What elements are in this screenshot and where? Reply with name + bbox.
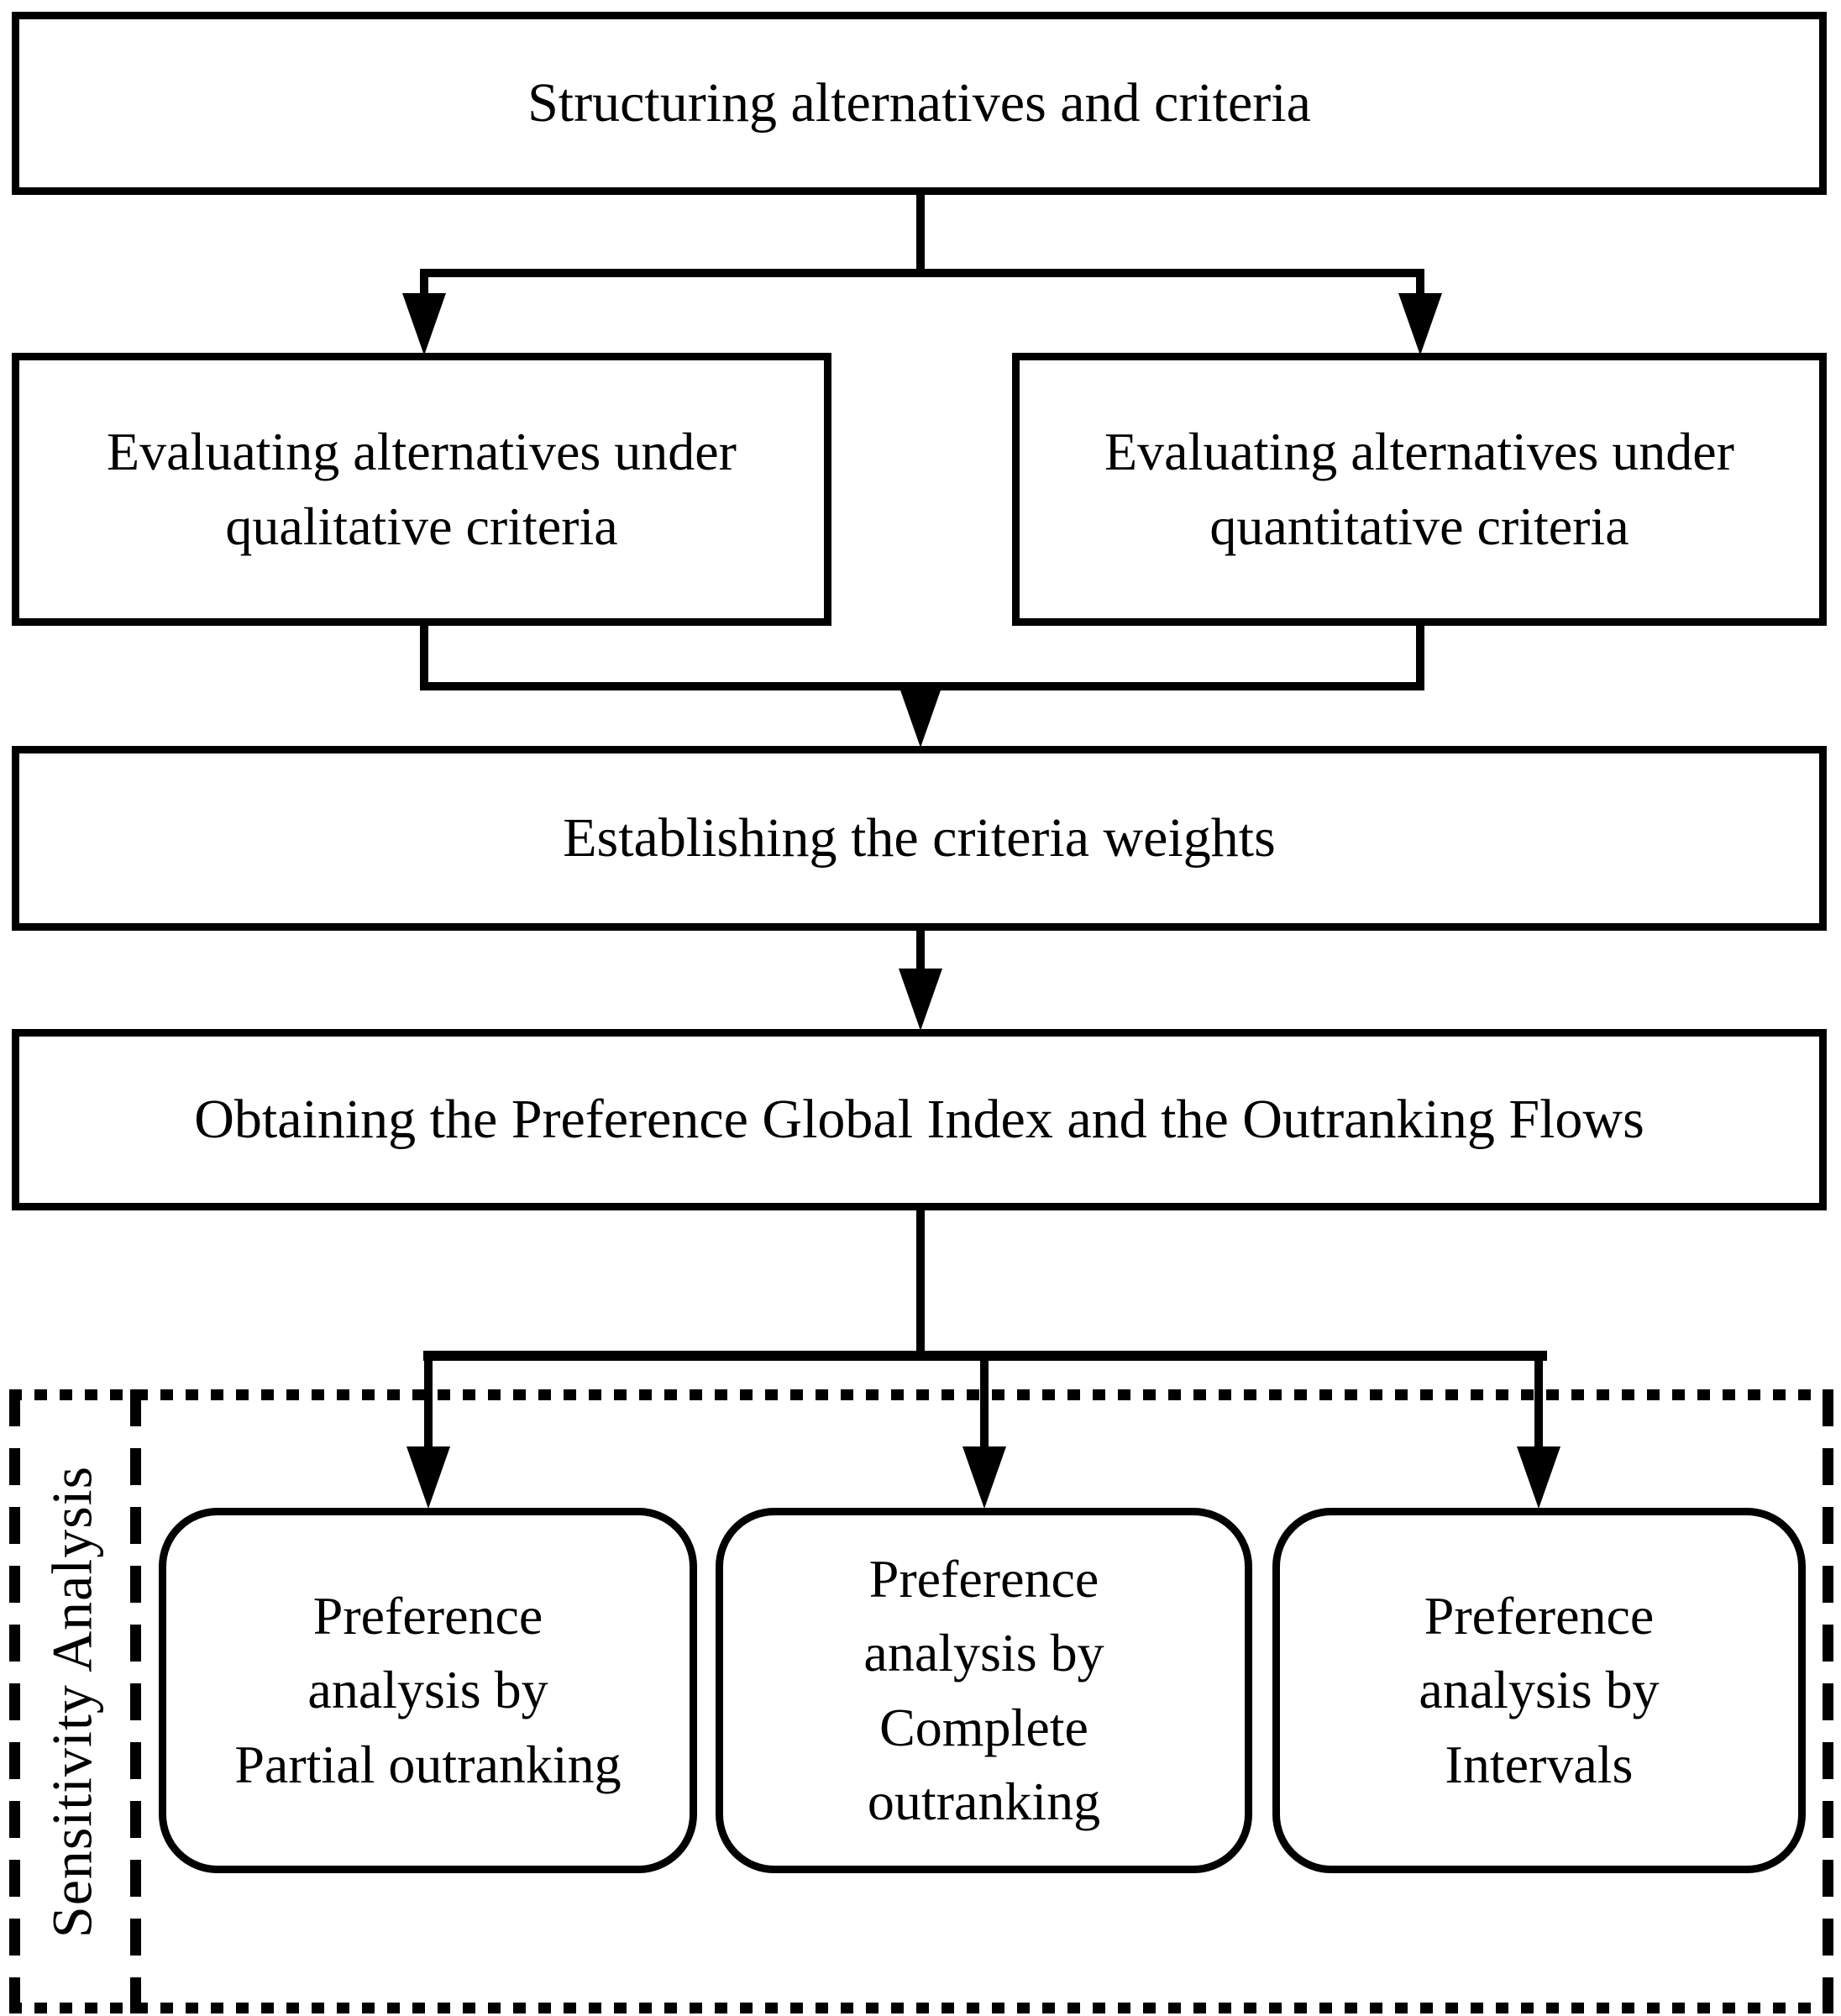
connector-establishing-line [916, 929, 925, 978]
text-line: Preference [1424, 1586, 1655, 1646]
arrow-down-icon [1517, 1446, 1560, 1509]
node-pref-complete: Preference analysis by Complete outranki… [716, 1508, 1252, 1873]
node-eval-quantitative: Evaluating alternatives under quantitati… [1012, 353, 1827, 626]
dashed-label-divider [130, 1389, 141, 2013]
dashed-border-bottom [9, 2003, 1833, 2013]
node-pref-partial: Preference analysis by Partial outrankin… [159, 1508, 697, 1873]
node-structuring: Structuring alternatives and criteria [12, 12, 1827, 195]
arrow-down-icon [1398, 293, 1442, 355]
text-line: Partial outranking [234, 1734, 622, 1794]
connector-right-branch-line [1416, 269, 1424, 301]
node-structuring-label: Structuring alternatives and criteria [527, 72, 1311, 134]
node-obtaining-label: Obtaining the Preference Global Index an… [194, 1089, 1644, 1151]
text-line: Preference [868, 1548, 1099, 1609]
connector-bottom-vertical-line [916, 1209, 925, 1360]
arrow-down-icon [406, 1446, 450, 1509]
arrow-down-icon [402, 293, 446, 355]
connector-branch3-line [1534, 1351, 1543, 1453]
node-eval-qualitative-label: Evaluating alternatives under qualitativ… [107, 415, 737, 564]
node-pref-complete-label: Preference analysis by Complete outranki… [863, 1542, 1104, 1839]
arrow-down-icon [899, 685, 942, 748]
text-line: analysis by [307, 1660, 548, 1720]
node-eval-qualitative: Evaluating alternatives under qualitativ… [12, 353, 831, 626]
sensitivity-analysis-label: Sensitivity Analysis [39, 1465, 104, 1939]
node-establishing: Establishing the criteria weights [12, 746, 1827, 931]
connector-top-vertical-line [916, 193, 925, 276]
node-pref-intervals: Preference analysis by Intervals [1272, 1508, 1806, 1873]
text-line: Preference [312, 1586, 543, 1646]
dashed-border-right [1823, 1389, 1833, 2013]
text-line: qualitative criteria [225, 496, 618, 556]
connector-merge-left-line [420, 624, 428, 690]
text-line: quantitative criteria [1209, 496, 1629, 556]
connector-left-branch-line [420, 269, 428, 301]
connector-branch2-line [980, 1351, 989, 1453]
arrow-down-icon [962, 1446, 1006, 1509]
connector-merge-right-line [1416, 624, 1424, 690]
arrow-down-icon [899, 969, 942, 1031]
text-line: Evaluating alternatives under [107, 422, 737, 482]
text-line: Evaluating alternatives under [1104, 422, 1734, 482]
text-line: outranking [867, 1771, 1101, 1831]
node-pref-partial-label: Preference analysis by Partial outrankin… [234, 1579, 621, 1802]
text-line: analysis by [863, 1623, 1104, 1683]
node-establishing-label: Establishing the criteria weights [563, 807, 1276, 869]
node-obtaining: Obtaining the Preference Global Index an… [12, 1029, 1827, 1210]
node-eval-quantitative-label: Evaluating alternatives under quantitati… [1104, 415, 1734, 564]
dashed-border-left [9, 1389, 20, 2013]
text-line: analysis by [1419, 1660, 1660, 1720]
text-line: Complete [879, 1697, 1088, 1757]
connector-top-split-line [420, 269, 1424, 277]
node-pref-intervals-label: Preference analysis by Intervals [1419, 1579, 1659, 1802]
connector-branch1-line [424, 1351, 433, 1453]
text-line: Intervals [1445, 1734, 1634, 1794]
dashed-border-top [9, 1389, 1833, 1400]
